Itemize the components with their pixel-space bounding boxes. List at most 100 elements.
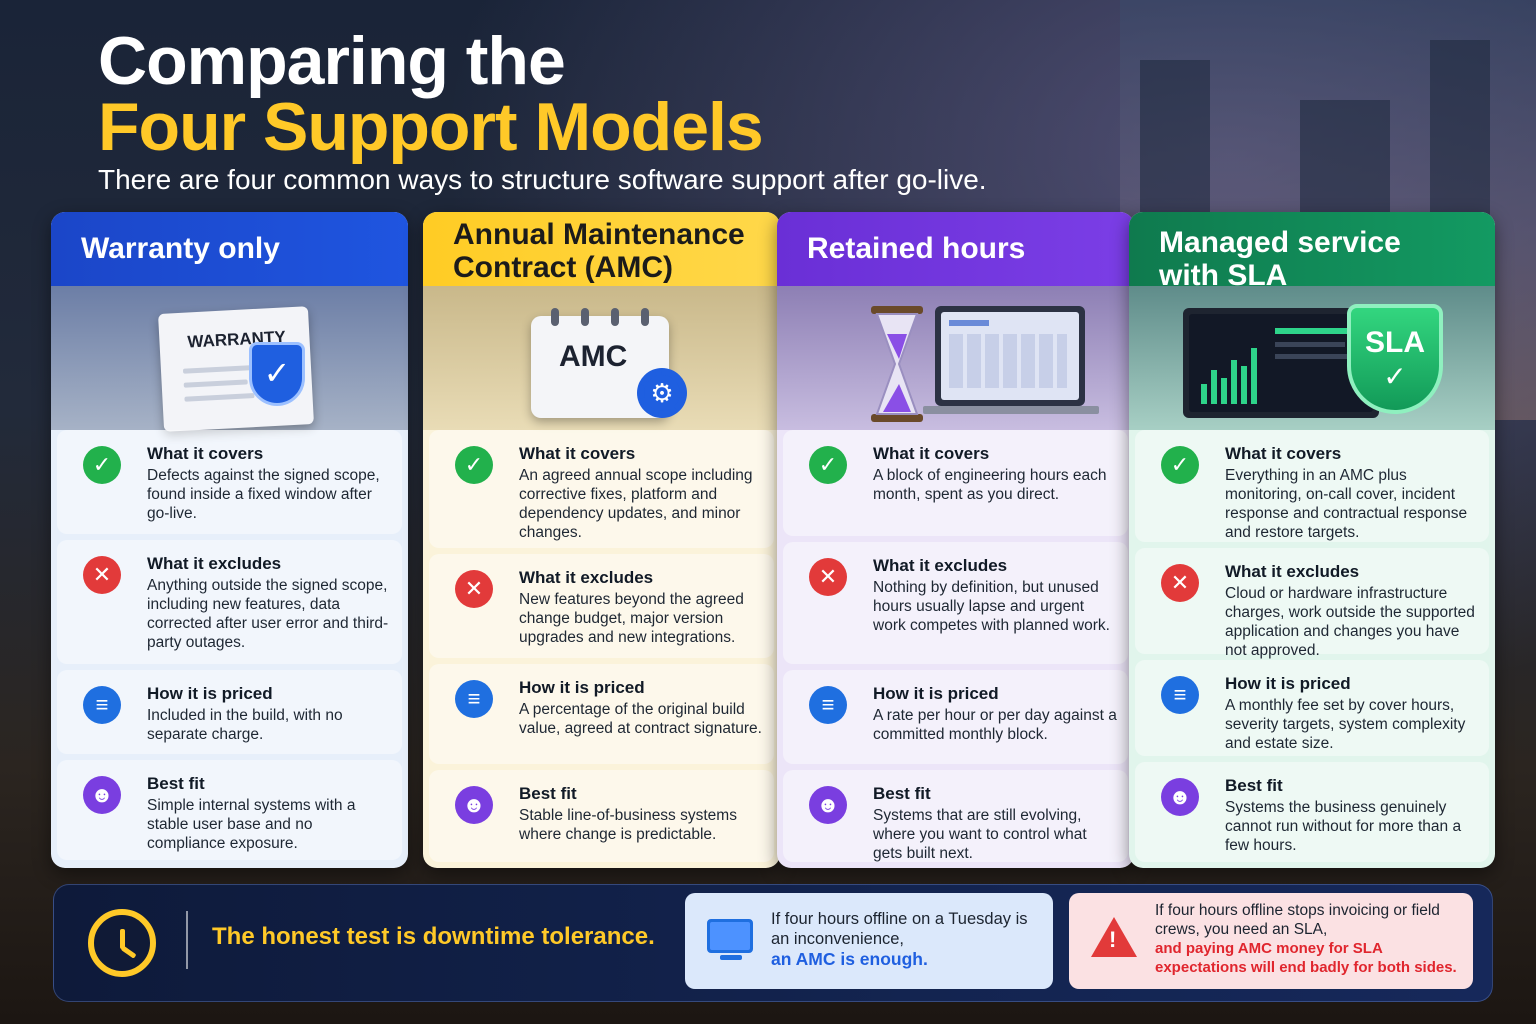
people-icon: ☻	[455, 786, 493, 824]
x-icon: ✕	[83, 556, 121, 594]
people-icon: ☻	[809, 786, 847, 824]
fit-text: Systems that are still evolving, where y…	[873, 807, 1087, 862]
covers-text: An agreed annual scope including correct…	[519, 467, 753, 541]
priced-text: Included in the build, with no separate …	[147, 707, 343, 743]
clock-icon	[88, 909, 156, 977]
excludes-row: ✕ What it excludes New features beyond t…	[429, 554, 774, 658]
sla-needed-note: ! If four hours offline stops invoicing …	[1069, 893, 1473, 989]
priced-text: A percentage of the original build value…	[519, 701, 762, 737]
people-icon: ☻	[1161, 778, 1199, 816]
x-icon: ✕	[1161, 564, 1199, 602]
priced-label: How it is priced	[147, 684, 273, 703]
check-icon: ✓	[1161, 446, 1199, 484]
card-title: Warranty only	[51, 212, 408, 286]
fit-label: Best fit	[873, 784, 931, 803]
card-title: Managed service with SLA	[1129, 212, 1495, 292]
fit-text: Stable line-of-business systems where ch…	[519, 807, 737, 843]
fit-row: ☻ Best fit Stable line-of-business syste…	[429, 770, 774, 862]
covers-row: ✓ What it covers An agreed annual scope …	[429, 430, 774, 548]
monitor-icon	[707, 919, 753, 953]
sla-shield-label: SLA	[1365, 326, 1425, 359]
x-icon: ✕	[809, 558, 847, 596]
priced-label: How it is priced	[873, 684, 999, 703]
fit-text: Systems the business genuinely cannot ru…	[1225, 799, 1462, 854]
excludes-row: ✕ What it excludes Nothing by definition…	[783, 542, 1128, 664]
sla-note-emphasis: and paying AMC money for SLA expectation…	[1155, 940, 1457, 976]
card-retained-hours: Retained hours ✓ What it covers A block …	[777, 212, 1134, 868]
card-managed-service: Managed service with SLA SLA ✓ ✓ What it…	[1129, 212, 1495, 868]
x-icon: ✕	[455, 570, 493, 608]
retained-hours-illustration	[777, 286, 1134, 430]
card-amc: Annual Maintenance Contract (AMC) AMC ⚙ …	[423, 212, 780, 868]
coins-icon: ≡	[1161, 676, 1199, 714]
covers-row: ✓ What it covers A block of engineering …	[783, 430, 1128, 536]
amc-note-body: If four hours offline on a Tuesday is an…	[771, 910, 1028, 948]
check-icon: ✓	[809, 446, 847, 484]
amc-note-text: If four hours offline on a Tuesday is an…	[771, 909, 1041, 970]
banner-divider	[186, 911, 188, 969]
priced-row: ≡ How it is priced Included in the build…	[57, 670, 402, 754]
excludes-row: ✕ What it excludes Cloud or hardware inf…	[1135, 548, 1489, 659]
fit-row: ☻ Best fit Simple internal systems with …	[57, 760, 402, 860]
covers-label: What it covers	[519, 444, 636, 463]
check-icon: ✓	[455, 446, 493, 484]
amc-illustration: AMC ⚙	[423, 286, 780, 430]
card-title: Annual Maintenance Contract (AMC)	[423, 212, 780, 286]
fit-text: Simple internal systems with a stable us…	[147, 797, 356, 852]
card-warranty-only: Warranty only WARRANTY ✓ ✓ What it cover…	[51, 212, 408, 868]
laptop-base	[923, 406, 1099, 414]
sla-note-text: If four hours offline stops invoicing or…	[1155, 901, 1465, 977]
excludes-label: What it excludes	[873, 556, 1008, 575]
covers-text: A block of engineering hours each month,…	[873, 467, 1107, 503]
coins-icon: ≡	[809, 686, 847, 724]
card-title: Retained hours	[777, 212, 1134, 286]
priced-text: A rate per hour or per day against a com…	[873, 707, 1117, 743]
excludes-label: What it excludes	[1225, 562, 1360, 581]
warranty-illustration: WARRANTY ✓	[51, 286, 408, 432]
coins-icon: ≡	[83, 686, 121, 724]
fit-label: Best fit	[1225, 776, 1283, 795]
covers-label: What it covers	[873, 444, 990, 463]
excludes-text: Nothing by definition, but unused hours …	[873, 579, 1110, 634]
priced-row: ≡ How it is priced A monthly fee set by …	[1135, 660, 1489, 756]
excludes-label: What it excludes	[147, 554, 282, 573]
covers-text: Defects against the signed scope, found …	[147, 467, 380, 522]
managed-service-illustration: SLA ✓	[1129, 286, 1495, 430]
warning-icon	[1091, 917, 1137, 957]
people-icon: ☻	[83, 776, 121, 814]
page-title-line1: Comparing the	[98, 23, 566, 99]
excludes-text: Cloud or hardware infrastructure charges…	[1225, 585, 1475, 659]
priced-row: ≡ How it is priced A rate per hour or pe…	[783, 670, 1128, 764]
check-icon: ✓	[1383, 361, 1407, 392]
fit-row: ☻ Best fit Systems that are still evolvi…	[783, 770, 1128, 862]
covers-label: What it covers	[147, 444, 264, 463]
fit-row: ☻ Best fit Systems the business genuinel…	[1135, 762, 1489, 862]
excludes-text: Anything outside the signed scope, inclu…	[147, 577, 389, 651]
fit-label: Best fit	[519, 784, 577, 803]
laptop-icon	[935, 306, 1085, 406]
coins-icon: ≡	[455, 680, 493, 718]
priced-label: How it is priced	[519, 678, 645, 697]
gear-icon: ⚙	[637, 368, 687, 418]
priced-row: ≡ How it is priced A percentage of the o…	[429, 664, 774, 764]
fit-label: Best fit	[147, 774, 205, 793]
covers-label: What it covers	[1225, 444, 1342, 463]
excludes-label: What it excludes	[519, 568, 654, 587]
shield-check-icon: ✓	[249, 342, 305, 406]
page-title-line2: Four Support Models	[98, 89, 764, 165]
downtime-banner: The honest test is downtime tolerance. I…	[53, 884, 1493, 1002]
calendar-label: AMC	[559, 340, 628, 373]
check-icon: ✓	[83, 446, 121, 484]
covers-row: ✓ What it covers Defects against the sig…	[57, 430, 402, 534]
hourglass-icon	[871, 306, 923, 422]
amc-note-emphasis: an AMC is enough.	[771, 949, 928, 969]
sla-shield-icon: SLA ✓	[1347, 304, 1443, 414]
sla-note-body: If four hours offline stops invoicing or…	[1155, 902, 1440, 938]
amc-enough-note: If four hours offline on a Tuesday is an…	[685, 893, 1053, 989]
covers-text: Everything in an AMC plus monitoring, on…	[1225, 467, 1468, 541]
excludes-text: New features beyond the agreed change bu…	[519, 591, 744, 646]
covers-row: ✓ What it covers Everything in an AMC pl…	[1135, 430, 1489, 542]
priced-label: How it is priced	[1225, 674, 1351, 693]
page-subtitle: There are four common ways to structure …	[98, 164, 987, 195]
dashboard-monitor-icon	[1183, 308, 1379, 418]
